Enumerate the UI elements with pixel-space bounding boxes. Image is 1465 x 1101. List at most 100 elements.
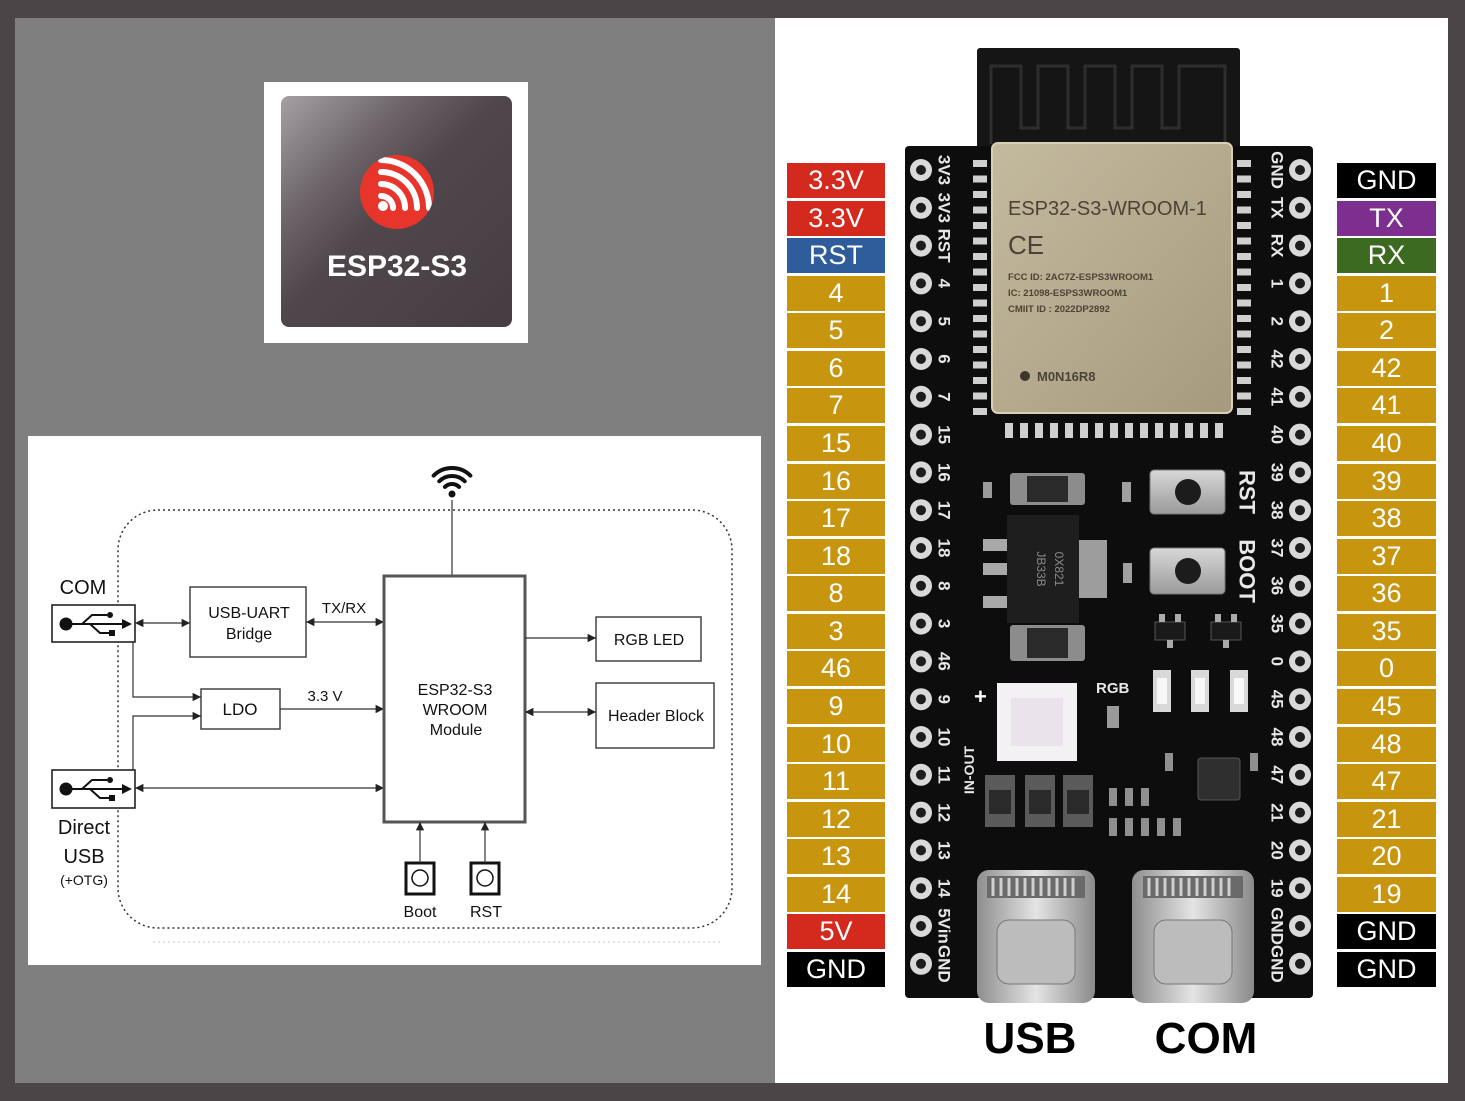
module-pad (1155, 423, 1163, 438)
right-pin-label: 39 (1337, 463, 1436, 499)
usb-uart-line2: Bridge (226, 626, 272, 643)
left-pin-label: 17 (787, 501, 885, 537)
module-pad (973, 237, 987, 245)
right-pin-label: 38 (1337, 501, 1436, 537)
module-name: ESP32-S3-WROOM-1 (1008, 198, 1207, 220)
status-led (1230, 670, 1248, 712)
left-silk-label: 16 (935, 463, 954, 482)
capacitor (1010, 473, 1085, 505)
module-pad (973, 160, 987, 167)
module-pad (1237, 377, 1251, 384)
txrx-label: TX/RX (322, 600, 366, 617)
pin1-dot (1020, 371, 1030, 381)
pin-hole-center (1295, 921, 1305, 931)
usb-icon (59, 777, 132, 801)
smd-part (983, 482, 992, 498)
module-pad (1237, 299, 1251, 307)
pin-hole-center (1295, 845, 1305, 856)
module-pad (973, 253, 987, 260)
right-pin-label: 35 (1337, 613, 1436, 649)
ldo-label: LDO (223, 700, 258, 719)
cmiit-id: CMIIT ID : 2022DP2892 (1008, 304, 1110, 315)
diode (1063, 775, 1093, 827)
left-silk-label: 3 (935, 619, 954, 628)
right-silk-label: 35 (1268, 614, 1287, 633)
module-pad (1237, 361, 1251, 369)
left-silk-label: 7 (935, 392, 954, 401)
left-pin-label: 12 (787, 801, 885, 837)
right-silk-label: 47 (1268, 765, 1287, 784)
boot-silk-label: BOOT (1235, 539, 1260, 603)
module-pad (973, 299, 987, 307)
module-pad (1005, 423, 1013, 438)
module-pad (973, 315, 987, 322)
direct-usb-line1: Direct (58, 817, 111, 839)
module-pad (973, 284, 987, 291)
ce-mark: CE (1008, 230, 1044, 260)
left-pin-label: 5 (787, 313, 885, 349)
pin-hole-center (1295, 580, 1305, 591)
module-pad (1237, 392, 1251, 400)
right-pin-label: GND (1337, 914, 1436, 950)
left-pin-label: 10 (787, 726, 885, 762)
pin-hole-center (916, 429, 926, 440)
sot-transistor (1210, 614, 1242, 648)
pin-hole-center (916, 354, 926, 364)
right-pin-label: 1 (1337, 275, 1436, 311)
pin-hole-center (916, 543, 926, 553)
left-silk-label: 46 (935, 652, 954, 671)
left-pin-label: 18 (787, 538, 885, 574)
module-pad (973, 361, 987, 369)
ldo-regulator: JB33B 0X821 (983, 515, 1107, 623)
pin-hole-center (916, 580, 926, 591)
left-silk-label: 18 (935, 539, 954, 558)
rgb-silk-label: RGB (1096, 680, 1130, 697)
right-pin-label: TX (1337, 200, 1436, 236)
pin-hole-center (916, 391, 926, 402)
module-pad (1095, 423, 1103, 438)
pin-hole-center (1295, 429, 1305, 440)
ldo-marking-2: 0X821 (1052, 552, 1066, 587)
left-silk-label: 9 (935, 694, 954, 703)
right-pin-label: 48 (1337, 726, 1436, 762)
right-silk-label: GND (1268, 907, 1287, 945)
left-silk-label: 5 (935, 316, 954, 325)
right-pin-label: 0 (1337, 651, 1436, 687)
right-silk-label: RX (1268, 234, 1287, 258)
led-polarity-mark: + (974, 684, 987, 709)
smd-part (1107, 706, 1119, 728)
module-pad (973, 222, 987, 229)
pin-hole-center (916, 165, 926, 175)
right-pin-label: RX (1337, 238, 1436, 274)
module-line1: ESP32-S3 (418, 682, 493, 699)
com-label: COM (60, 577, 107, 599)
boot-button-symbol (404, 861, 436, 896)
pin-hole-center (916, 240, 926, 251)
pin-holes (910, 159, 1311, 975)
right-pin-label: 20 (1337, 839, 1436, 875)
left-pin-label: 14 (787, 876, 885, 912)
module-pad (1237, 237, 1251, 245)
smd-part (1122, 482, 1131, 502)
header-block-box (595, 682, 715, 749)
module-pad (1237, 408, 1251, 415)
resistor-row (1109, 753, 1258, 836)
right-silk-label: 38 (1268, 501, 1287, 520)
pin-hole-center (1295, 883, 1305, 894)
left-pin-label: 15 (787, 425, 885, 461)
pin-hole-center (1295, 618, 1305, 629)
left-pin-label: GND (787, 951, 885, 987)
module-pad (1065, 423, 1073, 438)
pin-hole-center (916, 732, 926, 742)
pin-hole-center (1295, 240, 1305, 251)
usb-uart-chip (1197, 757, 1241, 801)
module-pad (1215, 423, 1223, 438)
right-pin-label: 45 (1337, 688, 1436, 724)
right-pin-label: 19 (1337, 876, 1436, 912)
pin-hole-center (1295, 467, 1305, 478)
module-pad (1237, 222, 1251, 229)
left-pin-label: 11 (787, 764, 885, 800)
module-pad (1237, 330, 1251, 338)
module-pad (1020, 423, 1028, 438)
left-silk-label: 14 (935, 879, 954, 898)
